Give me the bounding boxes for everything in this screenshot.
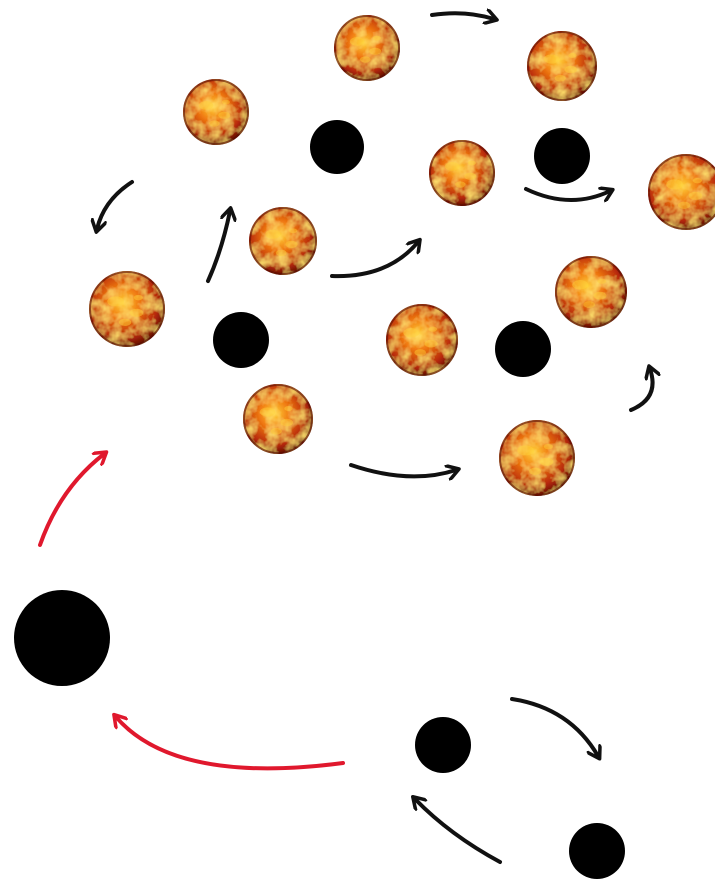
fiery-sphere	[249, 207, 317, 275]
black-body	[415, 717, 471, 773]
red-arrow	[116, 717, 343, 768]
black-body	[495, 321, 551, 377]
black-body	[213, 312, 269, 368]
black-body	[569, 823, 625, 879]
fiery-sphere	[89, 271, 165, 347]
black-arrow	[631, 369, 653, 410]
black-arrow	[415, 799, 500, 862]
black-arrow	[208, 211, 230, 281]
black-arrow	[526, 189, 610, 200]
black-arrow	[351, 465, 456, 476]
fiery-sphere	[334, 15, 400, 81]
black-body	[534, 128, 590, 184]
fiery-sphere	[499, 420, 575, 496]
fiery-sphere	[555, 256, 627, 328]
fiery-sphere	[183, 79, 249, 145]
black-arrow	[512, 699, 598, 756]
black-arrow	[332, 242, 418, 276]
fiery-sphere	[648, 154, 715, 230]
black-arrow	[432, 13, 494, 19]
red-arrow	[40, 454, 104, 545]
black-body	[310, 120, 364, 174]
black-arrow	[97, 182, 132, 229]
black-body	[14, 590, 110, 686]
fiery-sphere	[243, 384, 313, 454]
fiery-sphere	[429, 140, 495, 206]
fiery-sphere	[386, 304, 458, 376]
fiery-sphere	[527, 31, 597, 101]
